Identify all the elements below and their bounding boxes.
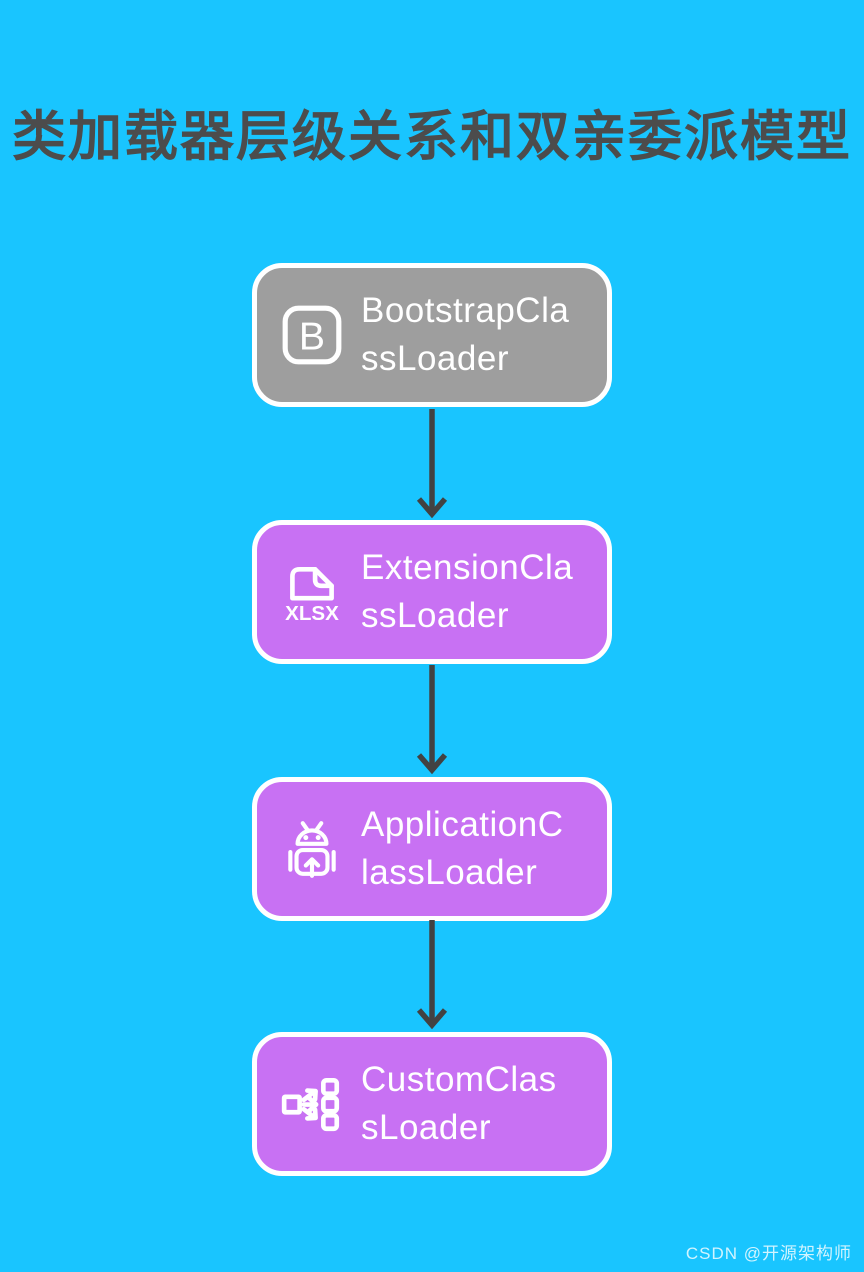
node-label: BootstrapCla ssLoader [361, 291, 570, 378]
xlsx-file-icon: XLSX [279, 559, 345, 625]
xlsx-label: XLSX [285, 602, 339, 625]
node-label: ApplicationC lassLoader [361, 805, 564, 892]
node-bootstrap-classloader: B BootstrapCla ssLoader [252, 263, 612, 407]
android-upload-icon [279, 816, 345, 882]
node-application-classloader: ApplicationC lassLoader [252, 777, 612, 921]
fan-out-icon [279, 1071, 345, 1137]
diagram-title: 类加载器层级关系和双亲委派模型 [12, 107, 852, 167]
node-extension-classloader: XLSX ExtensionCla ssLoader [252, 520, 612, 664]
bootstrap-b-icon: B [279, 302, 345, 368]
node-custom-classloader: CustomClas sLoader [252, 1032, 612, 1176]
bootstrap-letter: B [299, 315, 325, 358]
arrow-down-connector [412, 919, 452, 1031]
arrow-down-connector [412, 408, 452, 520]
node-label: ExtensionCla ssLoader [361, 548, 574, 635]
watermark: CSDN @开源架构师 [685, 1244, 852, 1263]
arrow-down-connector [412, 664, 452, 776]
node-label: CustomClas sLoader [361, 1060, 557, 1147]
